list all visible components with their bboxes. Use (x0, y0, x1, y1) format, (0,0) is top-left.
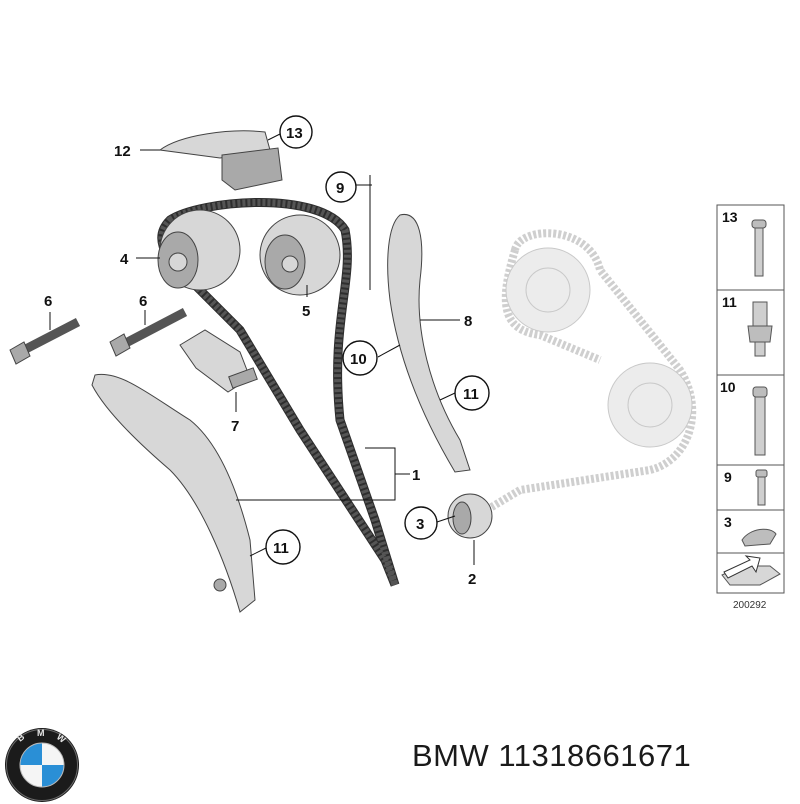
callout-6b: 6 (139, 293, 147, 310)
leader-lines (49, 132, 475, 565)
callout-10: 10 (350, 351, 367, 368)
chain-tensioner (179, 329, 258, 393)
callout-5: 5 (302, 303, 310, 320)
bolt-10-icon (752, 386, 768, 456)
guide-rail-right (387, 214, 471, 473)
callout-3: 3 (416, 516, 424, 533)
legend-item-3: 3 (724, 514, 732, 530)
callouts: 12 13 9 4 6 6 5 8 10 11 7 1 3 11 2 (44, 115, 490, 588)
svg-text:M: M (37, 728, 45, 738)
legend-item-13: 13 (722, 209, 738, 225)
reference-number: 200292 (733, 600, 767, 611)
camshaft-adjuster-intake (157, 209, 241, 291)
bmw-logo: B M W (5, 728, 79, 802)
callout-11a-circle (454, 375, 490, 411)
central-bolt-1 (9, 318, 81, 365)
callout-11b-circle (265, 529, 301, 565)
tensioning-rail-left (91, 373, 256, 613)
callout-10-circle (342, 340, 378, 376)
legend-item-10: 10 (720, 379, 736, 395)
callout-6a: 6 (44, 293, 52, 310)
legend-item-9: 9 (724, 469, 732, 485)
callout-7: 7 (231, 418, 239, 435)
crankshaft-sprocket (447, 493, 493, 539)
part-number-caption: BMW 11318661671 (412, 738, 692, 773)
bolt-9-icon (755, 469, 768, 506)
ghost-assembly (467, 229, 697, 524)
callout-9: 9 (336, 180, 344, 197)
callout-8: 8 (464, 313, 472, 330)
washer-icon (721, 555, 781, 586)
callout-4: 4 (120, 251, 129, 268)
callout-13-circle (279, 115, 313, 149)
key-3-icon (741, 528, 777, 547)
callout-1: 1 (412, 467, 420, 484)
pin-11-icon (747, 301, 773, 357)
callout-3-circle (404, 506, 438, 540)
camshaft-adjuster-exhaust (259, 214, 341, 296)
parts-legend: 13 11 10 9 3 200292 (716, 204, 785, 611)
callout-13: 13 (286, 125, 303, 142)
callout-9-circle (325, 171, 357, 203)
svg-text:B: B (15, 731, 27, 743)
callout-2: 2 (468, 571, 476, 588)
chain-guide-top (158, 130, 283, 191)
bolt-13-icon (751, 219, 767, 277)
legend-item-11: 11 (722, 294, 737, 310)
callout-12: 12 (114, 143, 131, 160)
callout-11b: 11 (273, 540, 289, 557)
central-bolt-2 (109, 308, 188, 357)
callout-11a: 11 (463, 386, 479, 403)
